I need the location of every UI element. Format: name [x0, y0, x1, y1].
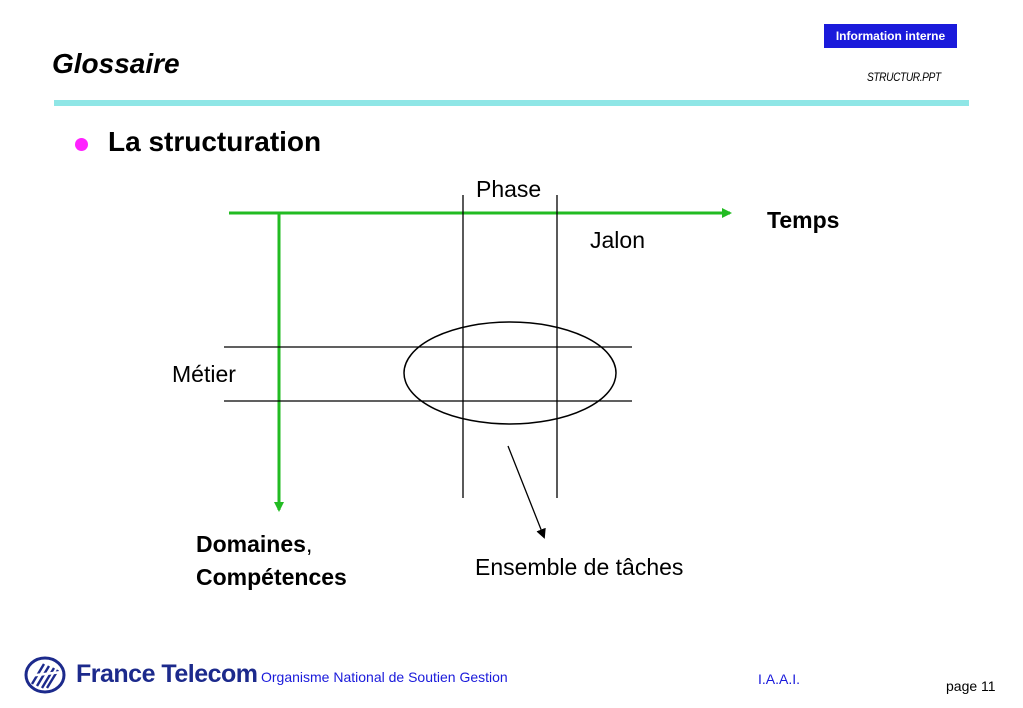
metier-label: Métier [172, 361, 236, 387]
phase-label: Phase [476, 176, 542, 202]
domaines-label: Domaines, [196, 531, 312, 558]
task-set-arrow [507, 445, 546, 539]
france-telecom-logo-icon [24, 656, 66, 694]
page-number: page 11 [946, 678, 996, 694]
competences-label: Compétences [196, 564, 347, 590]
title-rule [54, 100, 969, 106]
slide-title: Glossaire [52, 48, 180, 79]
file-name: STRUCTUR.PPT [867, 70, 941, 84]
domaines-text: Domaines [196, 531, 306, 557]
info-badge: Information interne [824, 24, 957, 48]
jalon-label: Jalon [590, 227, 645, 253]
organization-name: Organisme National de Soutien Gestion [261, 669, 508, 685]
task-set-ellipse [403, 321, 617, 425]
section-heading: La structuration [108, 126, 322, 157]
department-name: I.A.A.I. [758, 671, 801, 687]
temps-label: Temps [767, 207, 840, 233]
brand-name: France Telecom [76, 660, 258, 688]
domaines-comma: , [305, 531, 313, 557]
bullet-icon [75, 138, 88, 151]
ensemble-label: Ensemble de tâches [475, 554, 684, 580]
